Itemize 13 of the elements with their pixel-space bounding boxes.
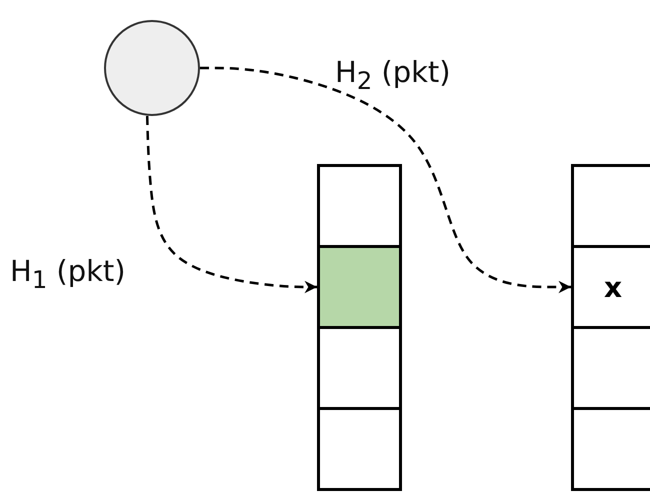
- table-cell: [317, 407, 402, 491]
- table-cell: [571, 164, 650, 248]
- edge-label: H$_{2}$ (pkt): [335, 58, 451, 93]
- cell-text: x: [604, 270, 622, 304]
- table-column: [571, 164, 650, 491]
- table-cell: [317, 245, 402, 329]
- dashed-arrow: [200, 66, 571, 294]
- table-cell: [317, 326, 402, 410]
- table-cell: [317, 164, 402, 248]
- edge-label: H$_{1}$ (pkt): [10, 257, 126, 292]
- dashed-arrow: [146, 116, 317, 294]
- table-cell: [571, 407, 650, 491]
- table-column: [317, 164, 402, 491]
